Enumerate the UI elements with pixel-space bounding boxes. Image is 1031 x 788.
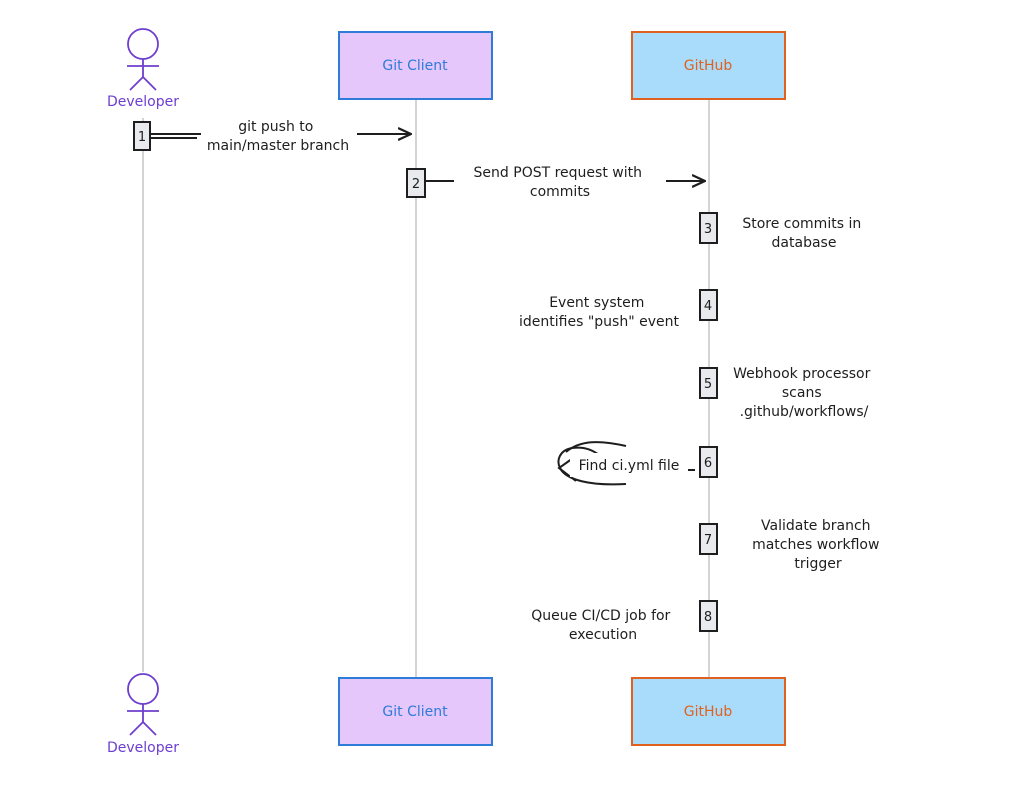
developer-actor-top: Developer: [107, 28, 179, 110]
step-1-activation: [133, 121, 151, 151]
step-1-label: git push to main/master branch: [207, 119, 349, 154]
step-5: 5 Webhook processor scans .github/workfl…: [699, 366, 875, 420]
git-client-box-top: Git Client: [338, 31, 493, 100]
github-label-top: GitHub: [684, 58, 733, 74]
step-3-activation: [699, 212, 718, 244]
git-client-box-bottom: Git Client: [338, 677, 493, 746]
step-8-activation: [699, 600, 718, 632]
github-label-bottom: GitHub: [684, 704, 733, 720]
step-7-activation: [699, 523, 718, 555]
step-8-label: Queue CI/CD job for execution: [531, 608, 675, 643]
step-3-number: 3: [704, 222, 712, 237]
step-6-activation: [699, 446, 718, 478]
step-2-number: 2: [412, 177, 420, 192]
developer-actor-bottom: Developer: [107, 673, 179, 756]
step-7-number: 7: [704, 533, 712, 548]
stick-figure-icon: [127, 673, 159, 736]
developer-label-bottom: Developer: [107, 740, 179, 756]
step-1: 1 git push to main/master branch: [133, 114, 411, 154]
step-8-number: 8: [704, 610, 712, 625]
step-6-label: Find ci.yml file: [579, 458, 680, 474]
step-6-number: 6: [704, 456, 712, 471]
step-7-label: Validate branch matches workflow trigger: [752, 518, 884, 572]
step-5-label: Webhook processor scans .github/workflow…: [733, 366, 875, 420]
git-client-label-bottom: Git Client: [382, 704, 448, 720]
step-3-label: Store commits in database: [742, 216, 865, 251]
step-1-number: 1: [138, 130, 146, 145]
stick-figure-icon: [127, 28, 159, 91]
step-4-label: Event system identifies "push" event: [519, 295, 679, 330]
step-4-number: 4: [704, 299, 712, 314]
step-6: 6 Find ci.yml file: [557, 441, 718, 486]
step-8: 8 Queue CI/CD job for execution: [531, 600, 718, 643]
github-box-bottom: GitHub: [631, 677, 786, 746]
step-5-activation: [699, 367, 718, 399]
step-2-label: Send POST request with commits: [474, 165, 647, 200]
step-4: 4 Event system identifies "push" event: [519, 289, 718, 330]
github-box-top: GitHub: [631, 31, 786, 100]
step-3: 3 Store commits in database: [699, 212, 865, 251]
step-7: 7 Validate branch matches workflow trigg…: [699, 518, 884, 572]
developer-label-top: Developer: [107, 94, 179, 110]
step-2: 2 Send POST request with commits: [406, 160, 705, 202]
step-5-number: 5: [704, 377, 712, 392]
git-client-label-top: Git Client: [382, 58, 448, 74]
step-4-activation: [699, 289, 718, 321]
step-2-activation: [406, 168, 426, 198]
